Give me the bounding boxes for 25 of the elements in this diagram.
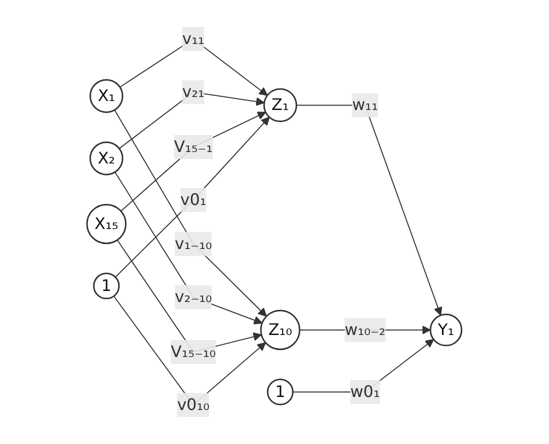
edge-label: w₁₀₋₂ bbox=[344, 320, 386, 339]
arrow bbox=[115, 116, 270, 278]
node-circle: Z₁ bbox=[264, 88, 298, 122]
node-circle: X₂ bbox=[90, 141, 124, 176]
arrow bbox=[118, 92, 265, 150]
arrow bbox=[120, 112, 266, 212]
arrow bbox=[114, 109, 268, 317]
node-circle: 1 bbox=[93, 272, 120, 300]
node-circle: X₁ bbox=[90, 79, 124, 113]
node-circle: X₁₅ bbox=[86, 204, 127, 244]
edge-label: v0₁₀ bbox=[177, 394, 210, 414]
edge-label: v₂₁ bbox=[182, 82, 205, 102]
arrow bbox=[296, 104, 442, 316]
arrow bbox=[114, 172, 263, 324]
edge-label: V₁₅₋₁₀ bbox=[170, 342, 216, 361]
edge-label: v₂₋₁₀ bbox=[174, 287, 212, 306]
edge-label: v₁₁ bbox=[182, 29, 205, 48]
node-circle: Z₁₀ bbox=[260, 310, 301, 350]
edge-label: w0₁ bbox=[350, 382, 380, 401]
edge-label: V₁₅₋₁ bbox=[174, 136, 213, 156]
node-circle: 1 bbox=[267, 378, 294, 406]
node-circle: Y₁ bbox=[430, 314, 463, 346]
edge-label: v₁₋₁₀ bbox=[174, 234, 212, 253]
edge-label: v0₁ bbox=[180, 190, 207, 209]
edge-label: w₁₁ bbox=[352, 95, 378, 114]
